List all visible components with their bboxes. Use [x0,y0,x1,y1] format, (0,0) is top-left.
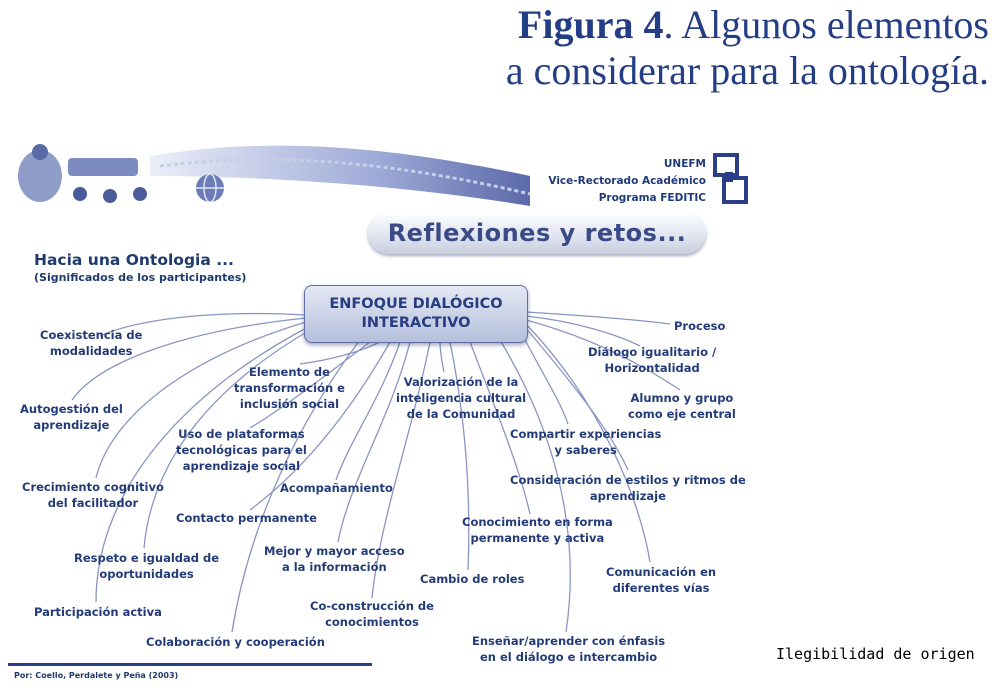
node-conocimiento: Conocimiento en forma permanente y activ… [462,515,613,545]
node-coconstruccion: Co-construcción de conocimientos [310,599,434,629]
people-graphics [18,144,147,203]
node-alumno: Alumno y grupo como eje central [628,391,736,421]
globe-icon [196,173,224,203]
banner-graphic [18,144,531,206]
figure-title-line2: a considerar para la ontología. [505,48,989,93]
node-participacion: Participación activa [34,605,162,619]
edge-contacto [249,341,391,511]
node-estilos: Consideración de estilos y ritmos de apr… [510,473,746,503]
node-coexistencia: Coexistencia de modalidades [40,328,143,358]
edge-alumno [525,319,681,391]
node-ensenar: Enseñar/aprender con énfasis en el diálo… [472,634,666,664]
edge-valorizacion [439,341,445,373]
node-autogestion: Autogestión del aprendizaje [20,402,123,432]
figure-title: Figura 4. Algunos elementos a considerar… [506,2,989,94]
reflexiones-banner: Reflexiones y retos... [368,212,706,254]
edge-colaboracion [231,339,361,633]
node-crecimiento: Crecimiento cognitivo del facilitador [22,480,164,510]
node-dialogo: Diálogo igualitario / Horizontalidad [588,345,717,375]
figure-title-rest: . Algunos elementos [663,2,989,47]
node-respeto: Respeto e igualdad de oportunidades [74,551,220,581]
node-elemento: Elemento de transformación e inclusión s… [234,365,345,411]
edge-participacion [95,325,311,603]
edge-ensenar [499,339,571,633]
ontology-subheading: (Significados de los participantes) [34,271,247,284]
node-acceso: Mejor y mayor acceso a la información [264,544,405,574]
edge-comunicacion [523,321,651,563]
edge-coconstruccion [371,341,431,599]
institution-unit: Vice-Rectorado Académico [548,175,706,187]
edge-dialogo [525,315,641,347]
edge-proceso [525,311,671,325]
edge-acompanamiento [335,341,401,481]
central-concept: ENFOQUE DIALÓGICO INTERACTIVO [304,285,528,343]
node-plataformas: Uso de plataformas tecnológicas para el … [176,427,307,473]
ontology-heading: Hacia una Ontologia ... [34,251,234,269]
legibility-note: Ilegibilidad de origen [776,645,975,663]
node-cambio: Cambio de roles [420,572,525,586]
node-compartir: Compartir experiencias y saberes [510,427,662,457]
edge-cambio [449,341,470,571]
institution-program: Programa FEDITIC [598,192,706,204]
edge-respeto [143,329,311,549]
node-proceso: Proceso [674,319,726,333]
footer-divider [8,663,372,666]
figure-label: Figura 4 [517,2,664,47]
node-comunicacion: Comunicación en diferentes vías [606,565,717,595]
edge-conocimiento [469,341,531,515]
institution-block: UNEFM Vice-Rectorado Académico Programa … [520,156,706,207]
node-contacto: Contacto permanente [176,511,317,525]
edge-plataformas [249,341,371,429]
node-valorizacion: Valorización de la inteligencia cultural… [396,375,527,421]
central-concept-label: ENFOQUE DIALÓGICO INTERACTIVO [329,296,503,331]
node-colaboracion: Colaboración y cooperación [146,635,325,649]
node-acompanamiento: Acompañamiento [280,481,393,495]
edge-compartir [519,329,569,425]
edge-acceso [337,341,411,543]
edge-coexistencia [99,312,307,337]
edge-elemento [299,341,381,365]
unefm-logo [713,153,748,204]
edge-crecimiento [95,321,307,479]
diagram-credit: Por: Coello, Perdalete y Peña (2003) [14,671,179,680]
edge-autogestion [71,317,307,401]
institution-name: UNEFM [663,158,706,170]
